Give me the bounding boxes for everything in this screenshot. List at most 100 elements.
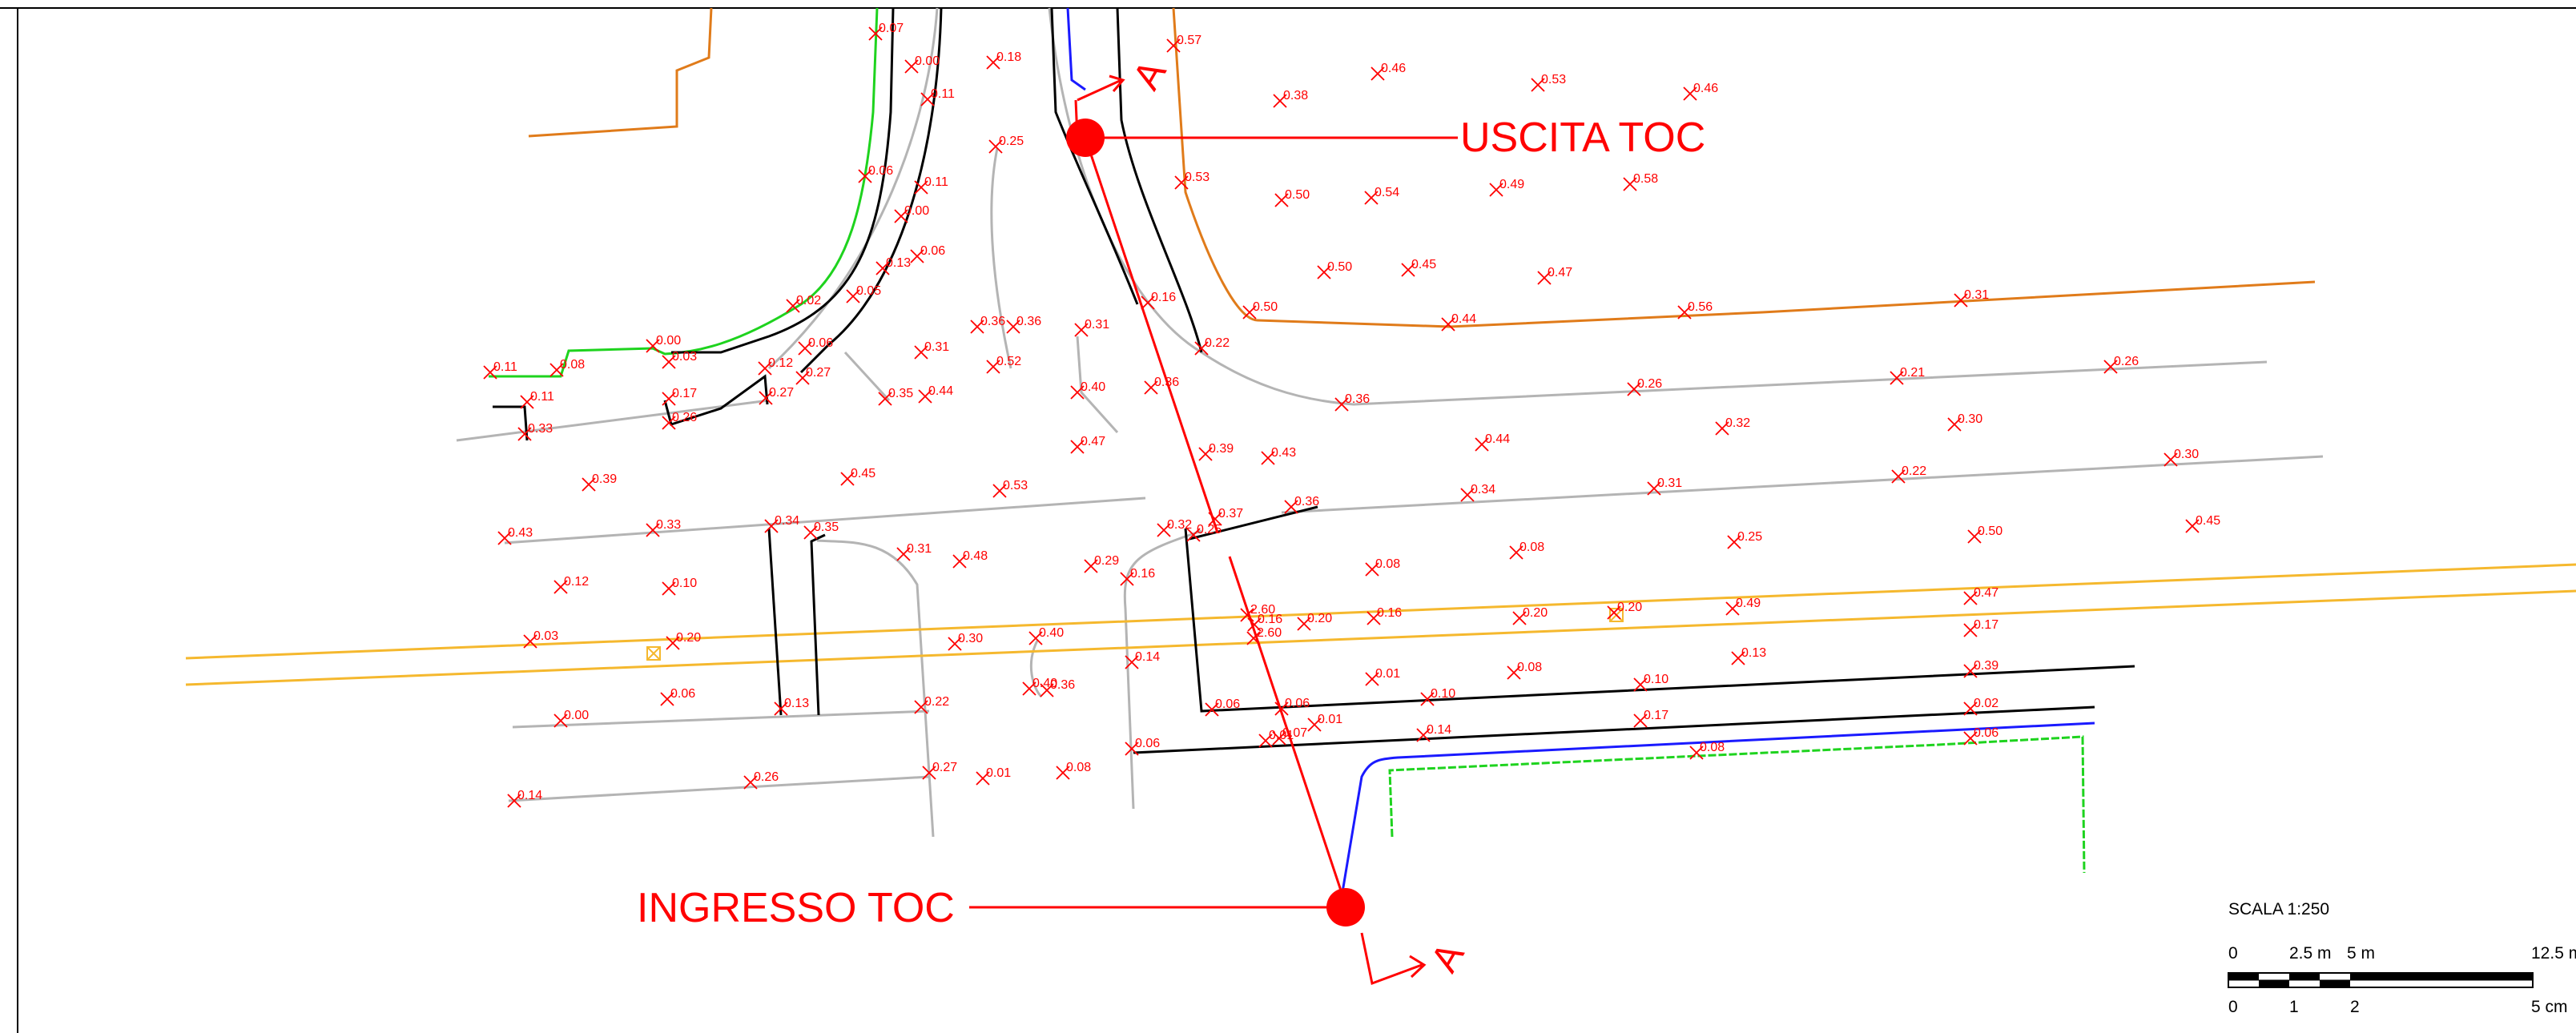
spot-elevation: 0.45 bbox=[840, 467, 875, 486]
spot-value: 0.34 bbox=[1471, 483, 1495, 496]
spot-value: 0.36 bbox=[980, 315, 1005, 328]
spot-value: 0.06 bbox=[1974, 726, 1998, 740]
spot-value: 0.06 bbox=[1135, 737, 1160, 750]
spot-elevation: 0.11 bbox=[920, 87, 955, 107]
spot-value: 0.46 bbox=[1693, 82, 1718, 95]
spot-elevation: 0.32 bbox=[1715, 416, 1750, 436]
spot-elevation: 0.05 bbox=[846, 284, 881, 303]
spot-cross bbox=[868, 26, 883, 41]
spot-value: 0.57 bbox=[1177, 34, 1201, 47]
spot-value: 0.26 bbox=[2114, 355, 2139, 368]
spot-elevation: 0.25 bbox=[1727, 530, 1762, 549]
spot-value: 0.53 bbox=[1185, 171, 1210, 184]
spot-cross bbox=[666, 636, 680, 650]
spot-elevation: 0.16 bbox=[1247, 613, 1282, 632]
spot-value: 0.12 bbox=[768, 356, 793, 370]
spot-elevation: 0.22 bbox=[914, 695, 949, 714]
spot-value: 0.58 bbox=[1633, 172, 1658, 186]
spot-cross bbox=[1157, 523, 1171, 537]
spot-cross bbox=[1141, 295, 1155, 310]
spot-value: 0.18 bbox=[996, 50, 1021, 64]
spot-elevation: 0.47 bbox=[1537, 266, 1572, 285]
spot-cross bbox=[1258, 734, 1273, 748]
spot-value: 0.02 bbox=[1974, 697, 1998, 710]
spot-value: 0.36 bbox=[1050, 678, 1075, 692]
spot-cross bbox=[517, 427, 532, 441]
spot-elevation: 0.13 bbox=[1731, 646, 1766, 665]
spot-cross bbox=[1627, 382, 1641, 396]
spot-value: 0.01 bbox=[1375, 667, 1400, 681]
spot-cross bbox=[914, 345, 928, 360]
toc-bore-path bbox=[969, 74, 1458, 986]
spot-cross bbox=[1284, 500, 1298, 514]
scale-cm-0: 0 bbox=[2228, 998, 2238, 1016]
spot-value: 0.25 bbox=[999, 135, 1024, 148]
spot-value: 0.08 bbox=[560, 358, 585, 372]
spot-elevation: 0.53 bbox=[1174, 171, 1210, 190]
spot-cross bbox=[1125, 655, 1139, 669]
spot-cross bbox=[1070, 440, 1085, 454]
spot-cross bbox=[1401, 263, 1415, 277]
spot-value: 0.40 bbox=[1081, 380, 1105, 394]
spot-value: 0.10 bbox=[1644, 673, 1668, 686]
spot-cross bbox=[840, 472, 855, 486]
spot-value: 0.53 bbox=[1003, 479, 1028, 492]
spot-cross bbox=[1509, 545, 1523, 560]
spot-value: 0.54 bbox=[1375, 186, 1399, 199]
spot-value: 0.37 bbox=[1218, 507, 1243, 521]
spot-value: 0.30 bbox=[2174, 448, 2199, 461]
spot-value: 0.34 bbox=[775, 514, 799, 528]
spot-elevation: 0.13 bbox=[875, 256, 911, 275]
spot-value: 0.20 bbox=[1617, 601, 1642, 614]
spot-cross bbox=[483, 365, 497, 380]
spot-value: 0.49 bbox=[1736, 597, 1761, 610]
spot-value: 2.60 bbox=[1257, 626, 1282, 640]
spot-elevation: 0.03 bbox=[662, 350, 697, 369]
spot-value: 0.31 bbox=[1964, 288, 1989, 302]
spot-cross bbox=[1633, 713, 1648, 728]
spot-elevation: 0.35 bbox=[803, 521, 839, 540]
spot-cross bbox=[1891, 469, 1906, 484]
spot-value: 0.06 bbox=[1285, 697, 1310, 710]
spot-elevation: 0.33 bbox=[646, 518, 681, 537]
spot-cross bbox=[497, 531, 512, 545]
spot-value: 0.47 bbox=[1548, 266, 1572, 279]
spot-value: 0.36 bbox=[1154, 376, 1179, 389]
spot-elevation: 0.44 bbox=[1475, 432, 1510, 452]
spot-cross bbox=[910, 249, 924, 263]
spot-value: 0.39 bbox=[592, 472, 617, 486]
spot-cross bbox=[774, 701, 788, 716]
spot-value: 0.31 bbox=[907, 542, 932, 556]
spot-elevation: 0.39 bbox=[582, 472, 617, 492]
spot-value: 0.00 bbox=[904, 204, 929, 218]
spot-cross bbox=[553, 580, 568, 594]
spot-value: 0.14 bbox=[1427, 723, 1451, 737]
spot-cross bbox=[1365, 562, 1379, 577]
spot-cross bbox=[1240, 608, 1254, 622]
spot-cross bbox=[1963, 731, 1978, 746]
spot-elevation: 0.36 bbox=[1144, 376, 1179, 395]
spot-cross bbox=[1166, 38, 1181, 53]
spot-value: 0.22 bbox=[1205, 336, 1230, 350]
spot-elevation: 0.06 bbox=[858, 164, 893, 183]
drawing-frame bbox=[0, 7, 2576, 1033]
spot-value: 0.25 bbox=[1737, 530, 1762, 544]
spot-value: 0.50 bbox=[1253, 300, 1278, 314]
spot-elevation: 0.31 bbox=[1647, 476, 1682, 496]
spot-cross bbox=[1633, 677, 1648, 692]
spot-elevation: 0.27 bbox=[759, 386, 794, 405]
spot-cross bbox=[646, 523, 660, 537]
spot-value: 0.06 bbox=[808, 336, 833, 350]
spot-cross bbox=[1489, 183, 1503, 197]
spot-elevation: 0.26 bbox=[662, 411, 697, 430]
spot-elevation: 0.08 bbox=[1689, 741, 1725, 760]
spot-cross bbox=[875, 261, 890, 275]
spot-value: 0.14 bbox=[517, 789, 542, 802]
spot-value: 0.00 bbox=[915, 54, 940, 68]
spot-cross bbox=[914, 180, 928, 195]
spot-elevation: 0.21 bbox=[1890, 366, 1925, 385]
spot-cross bbox=[896, 547, 911, 561]
spot-elevation: 0.45 bbox=[2185, 514, 2220, 533]
spot-value: 0.45 bbox=[2196, 514, 2220, 528]
spot-value: 0.33 bbox=[656, 518, 681, 532]
